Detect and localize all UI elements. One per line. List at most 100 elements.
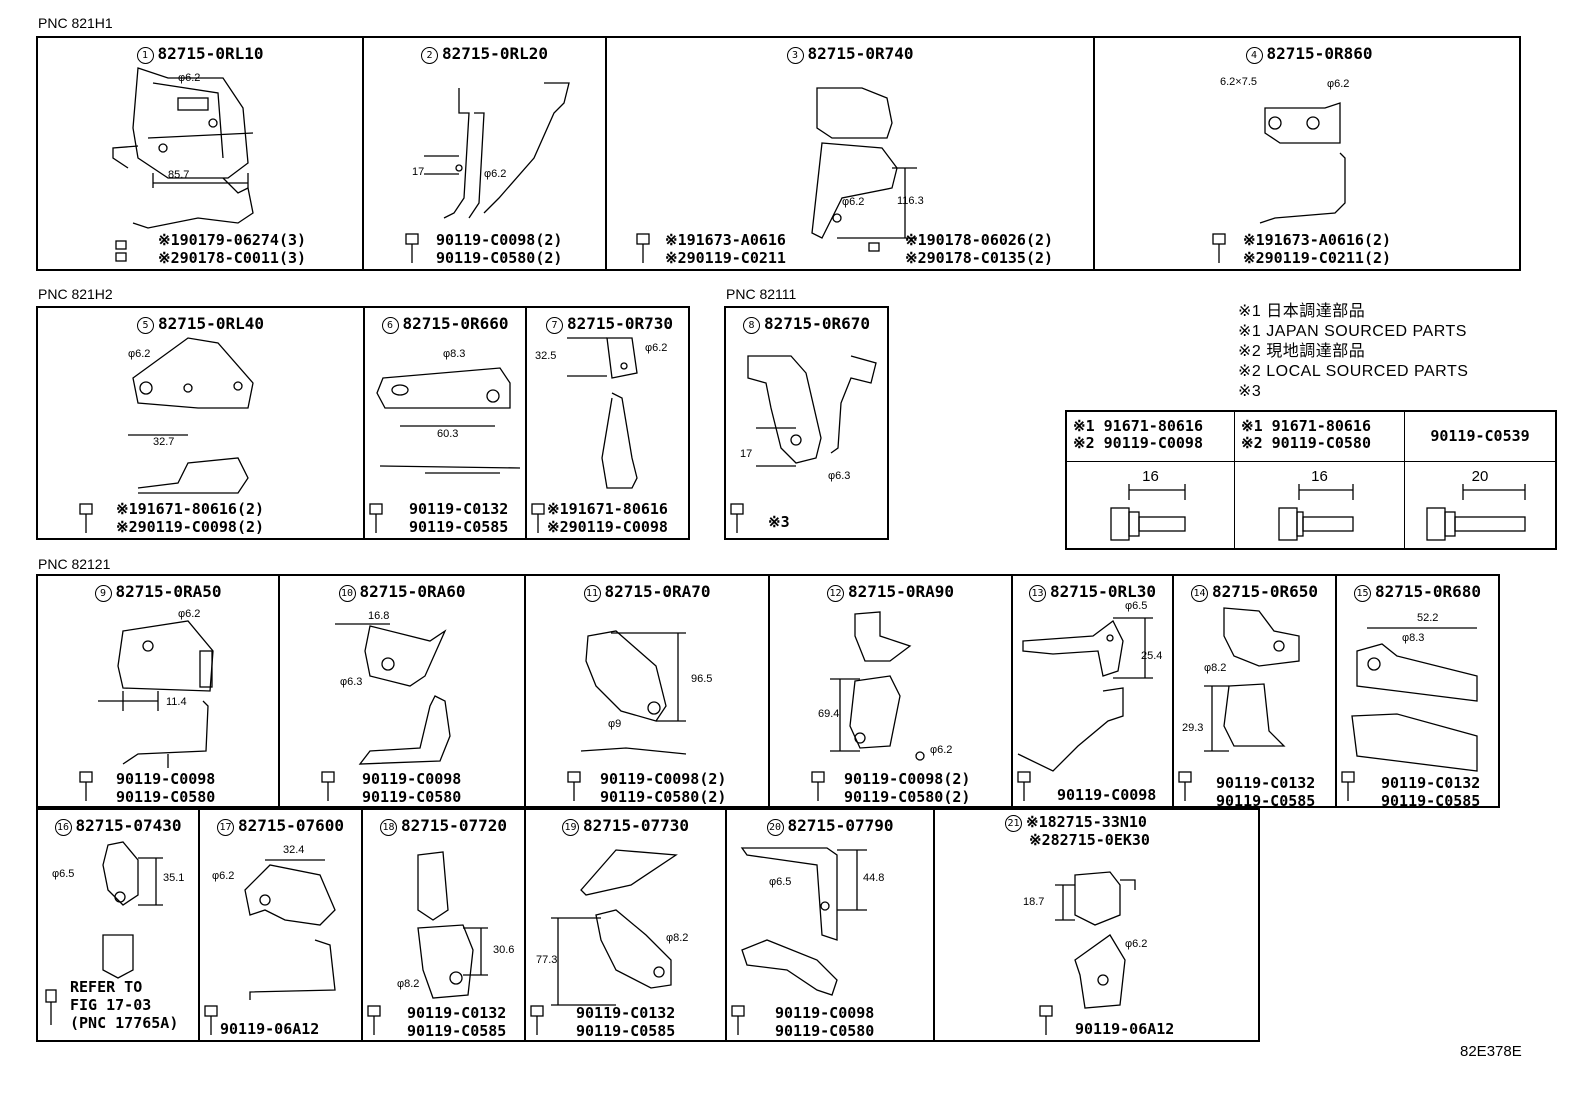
dim-label: φ6.2 — [178, 608, 201, 620]
bracket-drawing — [79, 620, 214, 801]
diagram-id: 82E378E — [1460, 1043, 1522, 1060]
source-legend: ※1 日本調達部品※1 JAPAN SOURCED PARTS※2 現地調達部品… — [1238, 303, 1469, 400]
fastener-list: ※190179-06274(3)※290178-C0011(3) — [158, 231, 307, 267]
bracket-drawing — [531, 337, 638, 533]
dim-label: φ6.2 — [1125, 938, 1148, 950]
dim-label: φ8.2 — [666, 932, 689, 944]
bracket-drawing — [369, 367, 521, 533]
dim-label: 52.2 — [1417, 612, 1439, 624]
bracket-drawing — [321, 623, 451, 801]
bolt-length: 16 — [1142, 468, 1159, 485]
dim-label: 30.6 — [493, 944, 515, 956]
bracket-drawing — [1212, 102, 1346, 263]
bolt-length: 20 — [1471, 468, 1489, 485]
part-header: 21※182715-33N10 ※282715-0EK30 — [1005, 814, 1150, 849]
bolt-length: 16 — [1311, 468, 1328, 485]
bracket-drawing — [112, 67, 254, 262]
fastener-list: ※191673-A0616※290119-C0211 — [665, 231, 786, 267]
bolt-reference-table: ※1 91671-80616※2 90119-C0098 16 ※1 91671… — [1065, 410, 1557, 550]
dim-label: 17 — [740, 448, 753, 460]
bolt-column: 90119-C0539 20 — [1405, 412, 1555, 548]
dim-label: φ6.2 — [930, 744, 953, 756]
bracket-drawing — [636, 87, 917, 263]
dim-label: 32.7 — [153, 436, 175, 448]
fastener-list: ※191671-80616※290119-C0098 — [547, 500, 668, 536]
bolt-column: ※1 91671-80616※2 90119-C0098 16 — [1067, 412, 1235, 548]
dim-label: φ6.3 — [828, 470, 851, 482]
bracket-drawing — [730, 355, 877, 533]
bracket-drawing — [1178, 607, 1300, 801]
dim-label: φ6.5 — [769, 876, 792, 888]
dim-label: φ6.2 — [1327, 78, 1350, 90]
dim-label: φ9 — [608, 718, 622, 730]
part-cell-21[interactable]: 21※182715-33N10 ※282715-0EK30 18.7 φ6.2 … — [935, 810, 1262, 1040]
dim-label: 29.3 — [1182, 722, 1204, 734]
dim-label: φ8.2 — [397, 978, 420, 990]
bracket-drawing — [204, 859, 336, 1035]
bolt-icon — [1278, 484, 1354, 541]
pnc-label-82111: PNC 82111 — [726, 286, 797, 302]
dim-label: 16.8 — [368, 610, 390, 622]
dim-label: 85.7 — [168, 169, 190, 181]
pnc-label-821h2: PNC 821H2 — [38, 286, 113, 302]
dim-label: 17 — [412, 166, 425, 178]
dim-label: φ6.2 — [484, 168, 507, 180]
fastener-list-nuts: ※190178-06026(2)※290178-C0135(2) — [905, 231, 1054, 267]
bracket-drawing — [1017, 617, 1153, 801]
bolt-column: ※1 91671-80616※2 90119-C0580 16 — [1235, 412, 1405, 548]
dim-label: φ6.2 — [842, 196, 865, 208]
dim-label: 25.4 — [1141, 650, 1163, 662]
fastener-list: 90119-C0098(2)90119-C0580(2) — [600, 770, 727, 806]
dim-label: φ6.2 — [178, 72, 201, 84]
dim-label: 32.5 — [535, 350, 557, 362]
dim-label: 6.2×7.5 — [1220, 76, 1258, 88]
fastener-list: 90119-06A12 — [1075, 1020, 1175, 1038]
dim-label: φ6.2 — [645, 342, 668, 354]
dim-label: 116.3 — [897, 195, 924, 207]
